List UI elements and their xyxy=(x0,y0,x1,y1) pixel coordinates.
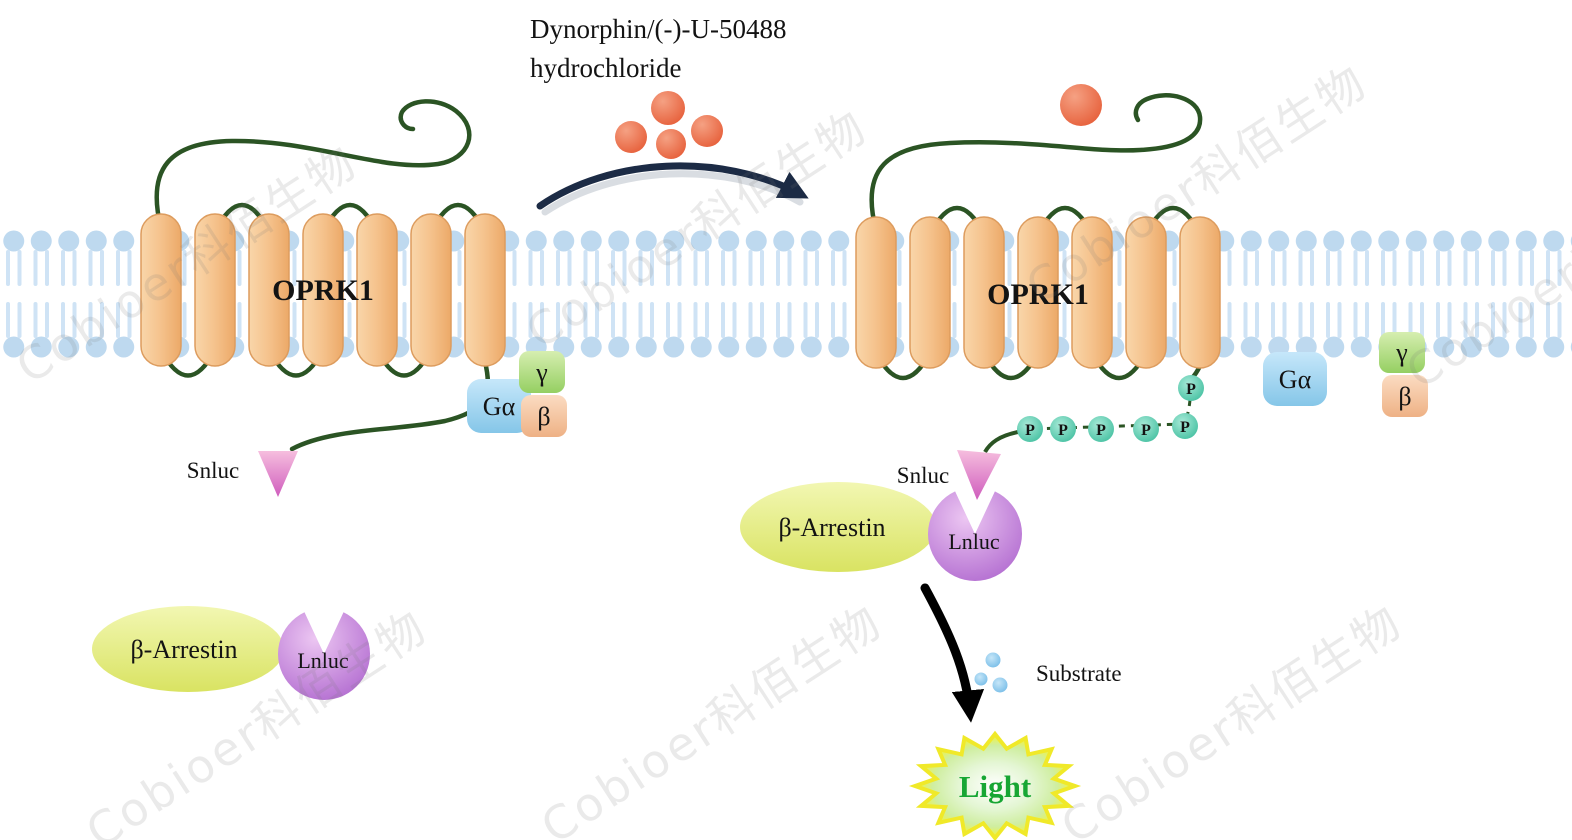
receptor-label: OPRK1 xyxy=(272,274,374,307)
phosphate-label: P xyxy=(1141,422,1151,439)
phosphate-label: P xyxy=(1058,422,1068,439)
n-terminus-tail xyxy=(154,99,472,231)
watermarks: Cobioer科佰生物 Cobioer科佰生物 Cobioer科佰生物 Cobi… xyxy=(7,54,1572,840)
lnluc-label: Lnluc xyxy=(297,648,349,673)
c-terminus-tail xyxy=(289,359,491,452)
arrestin-complex-active: Snluc β-Arrestin Lnluc xyxy=(740,450,1022,581)
tm-helix xyxy=(1017,216,1059,369)
beta-label: β xyxy=(537,402,550,431)
beta-subunit xyxy=(521,395,567,437)
lnluc-label: Lnluc xyxy=(948,529,1000,554)
snluc-label: Snluc xyxy=(897,463,949,488)
lnluc-fragment xyxy=(278,612,371,700)
stimulus-title-line1: Dynorphin/(-)-U-50488 xyxy=(530,14,786,44)
receptor-oprk1-active: OPRK1 Gα γ β P P P P P P xyxy=(855,84,1428,454)
beta-arrestin-ellipse xyxy=(740,482,936,572)
substrate-label: Substrate xyxy=(1036,661,1122,686)
reaction-arrow xyxy=(920,583,985,723)
receptor-oprk1-inactive: OPRK1 Gα γ β Snluc xyxy=(140,99,567,497)
gamma-label: γ xyxy=(535,358,548,387)
g-alpha-label: Gα xyxy=(1279,365,1312,394)
substrate-molecule xyxy=(985,652,1001,668)
ligand-molecule xyxy=(656,129,686,159)
readout-group: Substrate Light xyxy=(908,583,1122,840)
substrate-molecule xyxy=(992,677,1008,693)
beta-arrestin-ellipse xyxy=(92,606,284,692)
arrestin-label: β-Arrestin xyxy=(130,635,237,664)
arrestin-complex-inactive: β-Arrestin Lnluc xyxy=(92,606,371,700)
beta-subunit xyxy=(1382,375,1428,417)
tm-helix xyxy=(302,213,344,367)
phosphate-label: P xyxy=(1025,422,1035,439)
beta-label: β xyxy=(1398,382,1411,411)
tm-helix xyxy=(140,213,182,367)
snluc-tag xyxy=(957,450,1001,500)
stimulus-group: Dynorphin/(-)-U-50488 hydrochloride xyxy=(530,14,809,216)
receptor-loops xyxy=(158,202,488,378)
g-alpha-subunit xyxy=(467,379,531,433)
phosphate-groups xyxy=(1017,375,1204,442)
phosphate-group xyxy=(1178,375,1204,401)
tm-helix xyxy=(194,213,236,367)
tm-helices xyxy=(140,213,506,367)
stimulus-title-line2: hydrochloride xyxy=(530,53,681,83)
snluc-tag xyxy=(258,451,298,497)
ligand-molecule xyxy=(615,121,647,153)
bound-ligand xyxy=(1060,84,1102,126)
light-label: Light xyxy=(959,769,1032,804)
tm-helix xyxy=(963,216,1005,369)
phosphate-label: P xyxy=(1186,381,1196,398)
phosphate-group xyxy=(1088,416,1114,442)
n-terminus-tail xyxy=(869,93,1203,233)
arrestin-label: β-Arrestin xyxy=(778,513,885,542)
stimulation-arrow xyxy=(536,162,809,210)
gamma-subunit xyxy=(1379,332,1425,373)
stimulation-arrow-shadow xyxy=(541,170,804,216)
tm-helix xyxy=(248,213,290,367)
phosphate-group xyxy=(1133,416,1159,442)
tm-helix xyxy=(855,216,897,369)
receptor-loops xyxy=(873,205,1203,381)
phospho-chain-link xyxy=(983,430,1019,454)
ligand-molecule xyxy=(651,91,685,125)
watermark-text: Cobioer科佰生物 xyxy=(532,594,892,840)
phosphate-label: P xyxy=(1096,422,1106,439)
tm-helices xyxy=(855,216,1221,369)
tm-helix xyxy=(464,213,506,367)
ligand-molecules xyxy=(615,91,723,159)
tm-helix xyxy=(1125,216,1167,369)
phosphate-group xyxy=(1017,416,1043,442)
gamma-label: γ xyxy=(1395,338,1408,367)
phosphate-group xyxy=(1050,416,1076,442)
substrate-molecule xyxy=(974,672,988,686)
tm-helix xyxy=(356,213,398,367)
tm-helix xyxy=(410,213,452,367)
gamma-subunit xyxy=(519,351,565,393)
lnluc-fragment xyxy=(927,491,1022,581)
g-alpha-label: Gα xyxy=(483,392,516,421)
phosphate-group xyxy=(1172,413,1198,439)
substrate-molecules xyxy=(974,652,1008,693)
tm-helix xyxy=(909,216,951,369)
tm-helix xyxy=(1071,216,1113,369)
light-burst xyxy=(908,730,1082,840)
tm-helix xyxy=(1179,216,1221,369)
ligand-molecule xyxy=(691,115,723,147)
receptor-label: OPRK1 xyxy=(987,278,1089,311)
phosphate-label: P xyxy=(1180,419,1190,436)
watermark-text: Cobioer科佰生物 xyxy=(1052,594,1412,840)
g-alpha-subunit xyxy=(1263,352,1327,406)
snluc-label: Snluc xyxy=(187,458,239,483)
